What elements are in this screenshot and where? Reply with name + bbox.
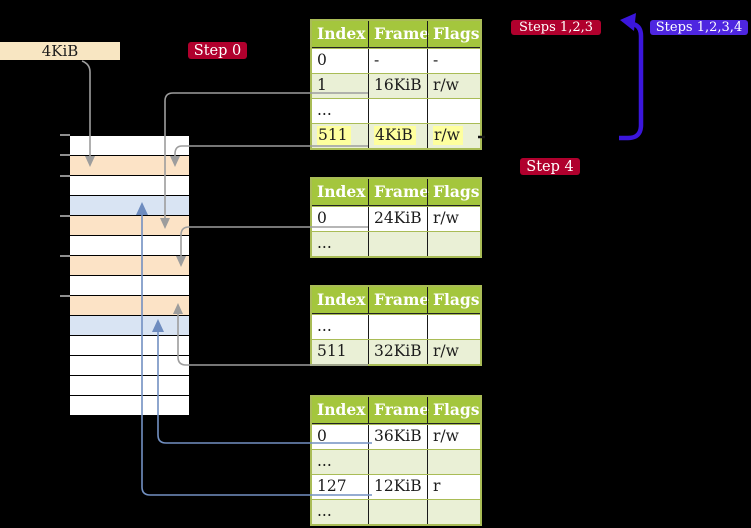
header-flags: Flags — [427, 287, 480, 313]
cell-flags: r/w — [427, 425, 480, 449]
memory-frame-row-free — [70, 235, 189, 255]
table-header-row: Index Frame Flags — [312, 179, 480, 206]
memory-tick — [60, 154, 70, 156]
cell-index: ... — [317, 317, 332, 335]
table-row-recursive-entry: 511 4KiB r/w — [312, 123, 480, 148]
cell-index: ... — [317, 452, 332, 470]
memory-tick — [60, 175, 70, 177]
frame-address-box: 4KiB — [0, 42, 120, 60]
header-index: Index — [317, 290, 366, 309]
table-row: 1 16KiB r/w — [312, 73, 480, 98]
table-row: ... — [312, 98, 480, 123]
cell-frame: 12KiB — [368, 475, 427, 499]
table-row: ... — [312, 499, 480, 524]
cell-frame: 24KiB — [368, 207, 427, 231]
header-index: Index — [317, 24, 366, 43]
memory-frame-row-free — [70, 355, 189, 375]
memory-tick — [60, 255, 70, 257]
header-frame: Frame — [368, 179, 429, 205]
header-flags: Flags — [427, 179, 480, 205]
page-table-level3: Index Frame Flags 0 24KiB r/w ... — [310, 177, 482, 258]
highlight: r/w — [433, 126, 463, 145]
table-row: 0 - - — [312, 48, 480, 73]
cell-index: 511 — [317, 342, 347, 360]
header-index: Index — [317, 400, 366, 419]
cell-frame — [368, 232, 427, 256]
header-frame: Frame — [368, 21, 429, 47]
cell-frame — [368, 99, 427, 123]
cell-flags — [427, 315, 480, 339]
cell-flags: r/w — [427, 124, 480, 148]
arrow-recursive-loop — [619, 21, 644, 141]
cell-flags — [427, 450, 480, 474]
table-header-row: Index Frame Flags — [312, 21, 480, 48]
memory-frame-row-pt — [70, 255, 189, 275]
cell-frame — [368, 450, 427, 474]
memory-frame-row-pt — [70, 215, 189, 235]
table-row: ... — [312, 231, 480, 256]
highlight: 511 — [317, 126, 351, 145]
memory-frame-row-pt — [70, 295, 189, 315]
table-row: ... — [312, 314, 480, 339]
memory-column — [70, 135, 189, 416]
cell-index: ... — [317, 101, 332, 119]
cell-index: ... — [317, 502, 332, 520]
cell-flags: r/w — [427, 74, 480, 98]
step4-badge: Step 4 — [520, 158, 580, 175]
header-index: Index — [317, 182, 366, 201]
table-row: 0 36KiB r/w — [312, 424, 480, 449]
table-row: 0 24KiB r/w — [312, 206, 480, 231]
memory-tick — [60, 215, 70, 217]
memory-frame-row-pg — [70, 315, 189, 335]
table-header-row: Index Frame Flags — [312, 287, 480, 314]
cell-index: 1 — [317, 76, 327, 94]
memory-frame-row-free — [70, 275, 189, 295]
memory-frame-row-free — [70, 395, 189, 415]
cell-flags: r/w — [427, 207, 480, 231]
page-table-level1: Index Frame Flags 0 36KiB r/w ... 127 12… — [310, 395, 482, 526]
cell-frame: 36KiB — [368, 425, 427, 449]
page-table-level2: Index Frame Flags ... 511 32KiB r/w — [310, 285, 482, 366]
cell-flags — [427, 500, 480, 524]
cell-frame: 4KiB — [368, 124, 427, 148]
cell-index: 0 — [317, 51, 327, 69]
memory-frame-row-free — [70, 375, 189, 395]
cell-index: 511 — [312, 124, 368, 148]
cell-index: 127 — [317, 477, 347, 495]
header-frame: Frame — [368, 397, 429, 423]
cell-flags — [427, 232, 480, 256]
table-header-row: Index Frame Flags — [312, 397, 480, 424]
cell-flags: r/w — [427, 340, 480, 364]
cell-flags — [427, 99, 480, 123]
cell-index: 0 — [317, 427, 327, 445]
cell-frame — [368, 315, 427, 339]
memory-frame-row-free — [70, 175, 189, 195]
cell-index: ... — [317, 234, 332, 252]
steps123-badge: Steps 1,2,3 — [511, 20, 601, 35]
page-table-level4: Index Frame Flags 0 - - 1 16KiB r/w ... … — [310, 19, 482, 150]
cell-frame: - — [368, 49, 427, 73]
memory-frame-row-free — [70, 335, 189, 355]
memory-frame-row-free — [70, 135, 189, 155]
highlight: 4KiB — [374, 126, 416, 145]
step0-badge: Step 0 — [188, 42, 247, 59]
recursive-loop-arrowhead — [620, 13, 636, 31]
header-flags: Flags — [427, 397, 480, 423]
steps1234-badge: Steps 1,2,3,4 — [650, 20, 748, 35]
header-flags: Flags — [427, 21, 480, 47]
header-frame: Frame — [368, 287, 429, 313]
table-row: 511 32KiB r/w — [312, 339, 480, 364]
cell-index: 0 — [317, 209, 327, 227]
cell-flags: r — [427, 475, 480, 499]
cell-frame: 32KiB — [368, 340, 427, 364]
memory-frame-row-pg — [70, 195, 189, 215]
memory-tick — [60, 134, 70, 136]
cell-frame: 16KiB — [368, 74, 427, 98]
memory-tick — [60, 295, 70, 297]
table-row: ... — [312, 449, 480, 474]
cell-frame — [368, 500, 427, 524]
memory-frame-row-pt — [70, 155, 189, 175]
table-row: 127 12KiB r — [312, 474, 480, 499]
cell-flags: - — [427, 49, 480, 73]
